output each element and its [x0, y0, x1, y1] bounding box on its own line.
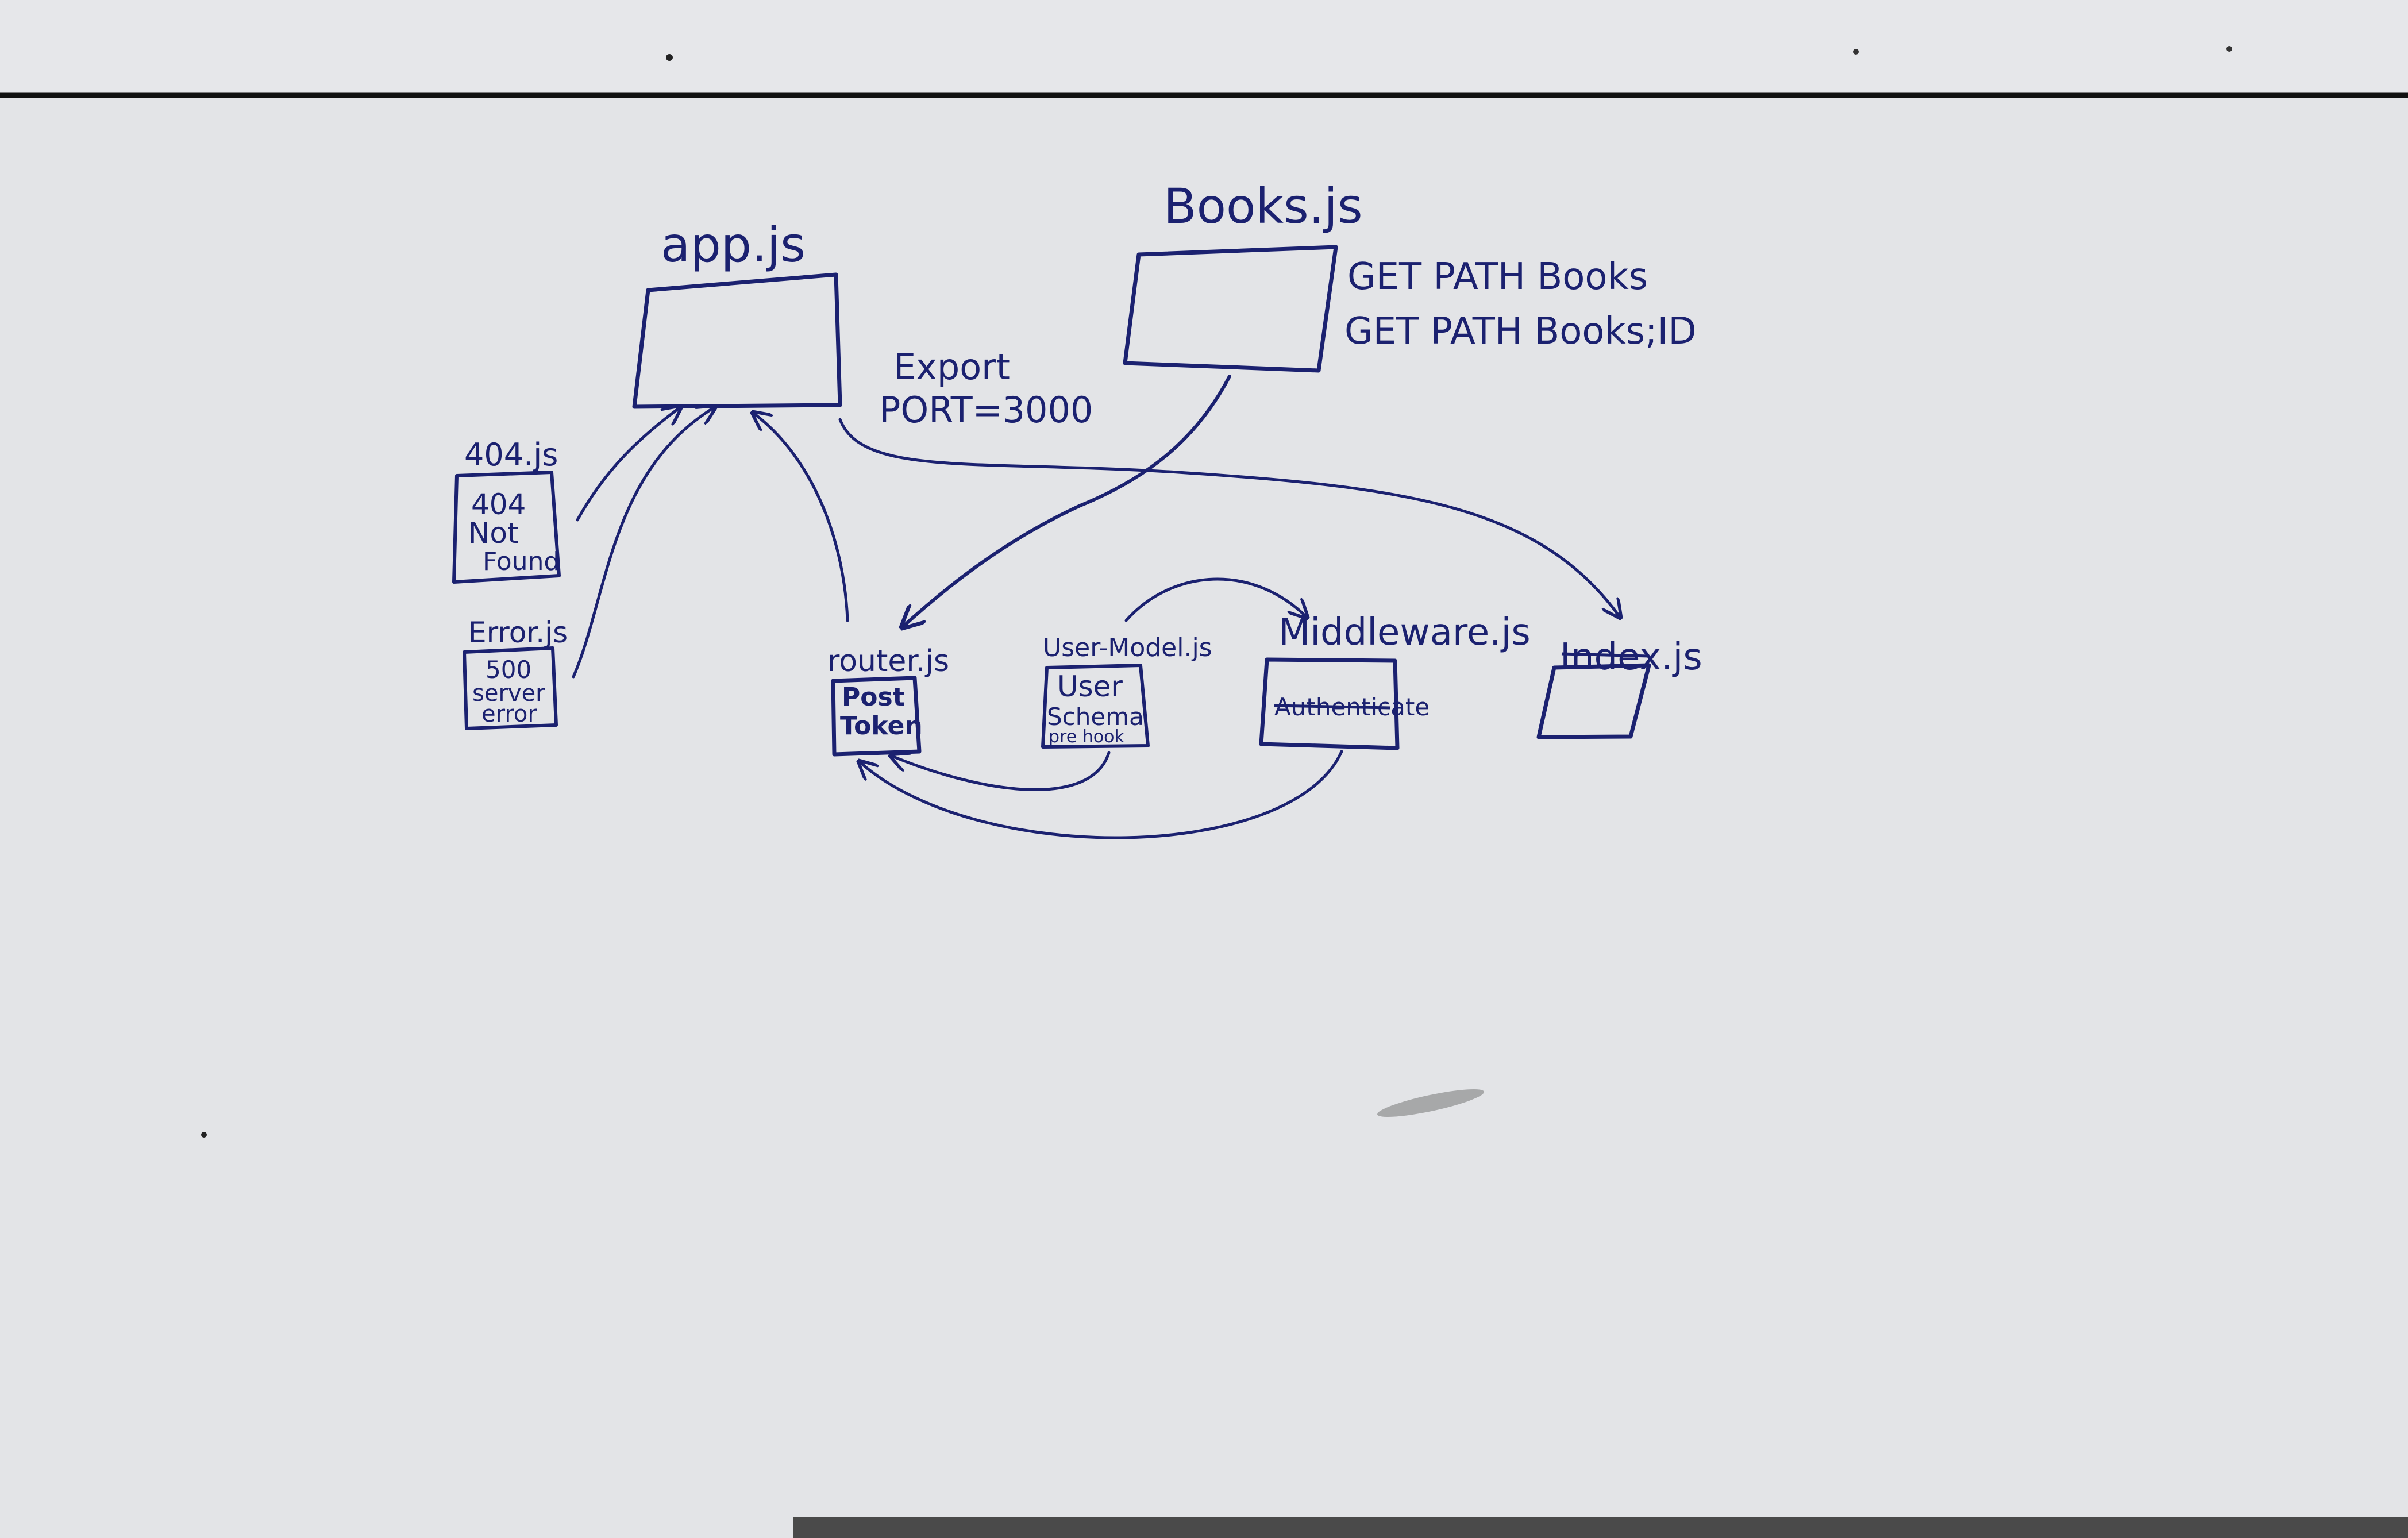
node-index: Index.js — [1536, 636, 1702, 739]
node-404-box — [452, 471, 561, 584]
node-error-box — [463, 646, 558, 730]
board-dot — [2226, 46, 2232, 52]
node-error: Error.js 500 server error — [463, 616, 568, 730]
board-smudge — [1377, 1089, 1484, 1117]
node-router-line2: Token — [840, 711, 923, 741]
index-underline — [1561, 652, 1650, 658]
books-route-2: GET PATH Books;ID — [1344, 310, 1697, 353]
node-404: 404.js 404 Not Found — [452, 437, 561, 584]
arrow-books-to-router — [902, 375, 1231, 627]
arrow-404-to-app — [576, 407, 681, 522]
board-bottom-tray — [793, 1517, 2408, 1538]
arrow-router-to-app — [753, 413, 849, 622]
node-user-model-box — [1041, 664, 1150, 749]
arrow-app-to-index — [838, 418, 1620, 618]
node-404-line3: Found — [483, 547, 560, 576]
arrow-usermodel-to-router — [891, 751, 1111, 791]
node-app-label: app.js — [661, 217, 806, 273]
node-user-model-line1: User — [1057, 670, 1123, 703]
node-user-model-line3: pre hook — [1049, 727, 1124, 747]
board-dot — [666, 54, 673, 61]
node-books: Books.js GET PATH Books GET PATH Books;I… — [1123, 178, 1697, 373]
node-router: router.js Post Token — [827, 644, 949, 757]
node-router-box — [831, 676, 922, 757]
node-router-label: router.js — [827, 644, 949, 679]
node-error-line2: server — [472, 680, 545, 707]
node-404-label: 404.js — [464, 437, 558, 473]
board-dot — [201, 1132, 207, 1138]
node-middleware: Middleware.js Authenticate — [1259, 611, 1531, 750]
board-top-strip — [0, 0, 2408, 93]
node-books-label: Books.js — [1163, 178, 1363, 234]
middleware-strike — [1274, 704, 1391, 710]
board-dot — [1853, 49, 1859, 55]
export-note: Export PORT=3000 — [879, 346, 1093, 431]
node-user-model-line2: Schema — [1047, 703, 1144, 731]
node-error-line1: 500 — [486, 656, 531, 684]
arrow-error-to-app — [572, 407, 715, 679]
node-middleware-box — [1259, 657, 1400, 750]
node-404-line2: Not — [468, 516, 519, 550]
export-note-line2: PORT=3000 — [879, 389, 1093, 431]
node-app: app.js — [632, 217, 842, 409]
export-note-line1: Export — [893, 346, 1010, 388]
node-app-box — [632, 272, 842, 409]
node-404-line1: 404 — [471, 488, 526, 521]
node-books-box — [1123, 245, 1338, 373]
node-router-line1: Post — [842, 683, 905, 712]
node-user-model: User-Model.js User Schema pre hook — [1041, 633, 1212, 749]
node-error-line3: error — [481, 701, 537, 727]
books-route-1: GET PATH Books — [1347, 256, 1648, 298]
arrow-usermodel-to-middleware — [1124, 577, 1307, 622]
node-error-label: Error.js — [468, 616, 568, 649]
node-index-box — [1536, 663, 1651, 739]
node-index-label: Index.js — [1560, 636, 1702, 679]
node-user-model-label: User-Model.js — [1043, 633, 1212, 662]
node-middleware-label: Middleware.js — [1278, 611, 1531, 654]
arrow-middleware-to-router — [859, 750, 1343, 839]
